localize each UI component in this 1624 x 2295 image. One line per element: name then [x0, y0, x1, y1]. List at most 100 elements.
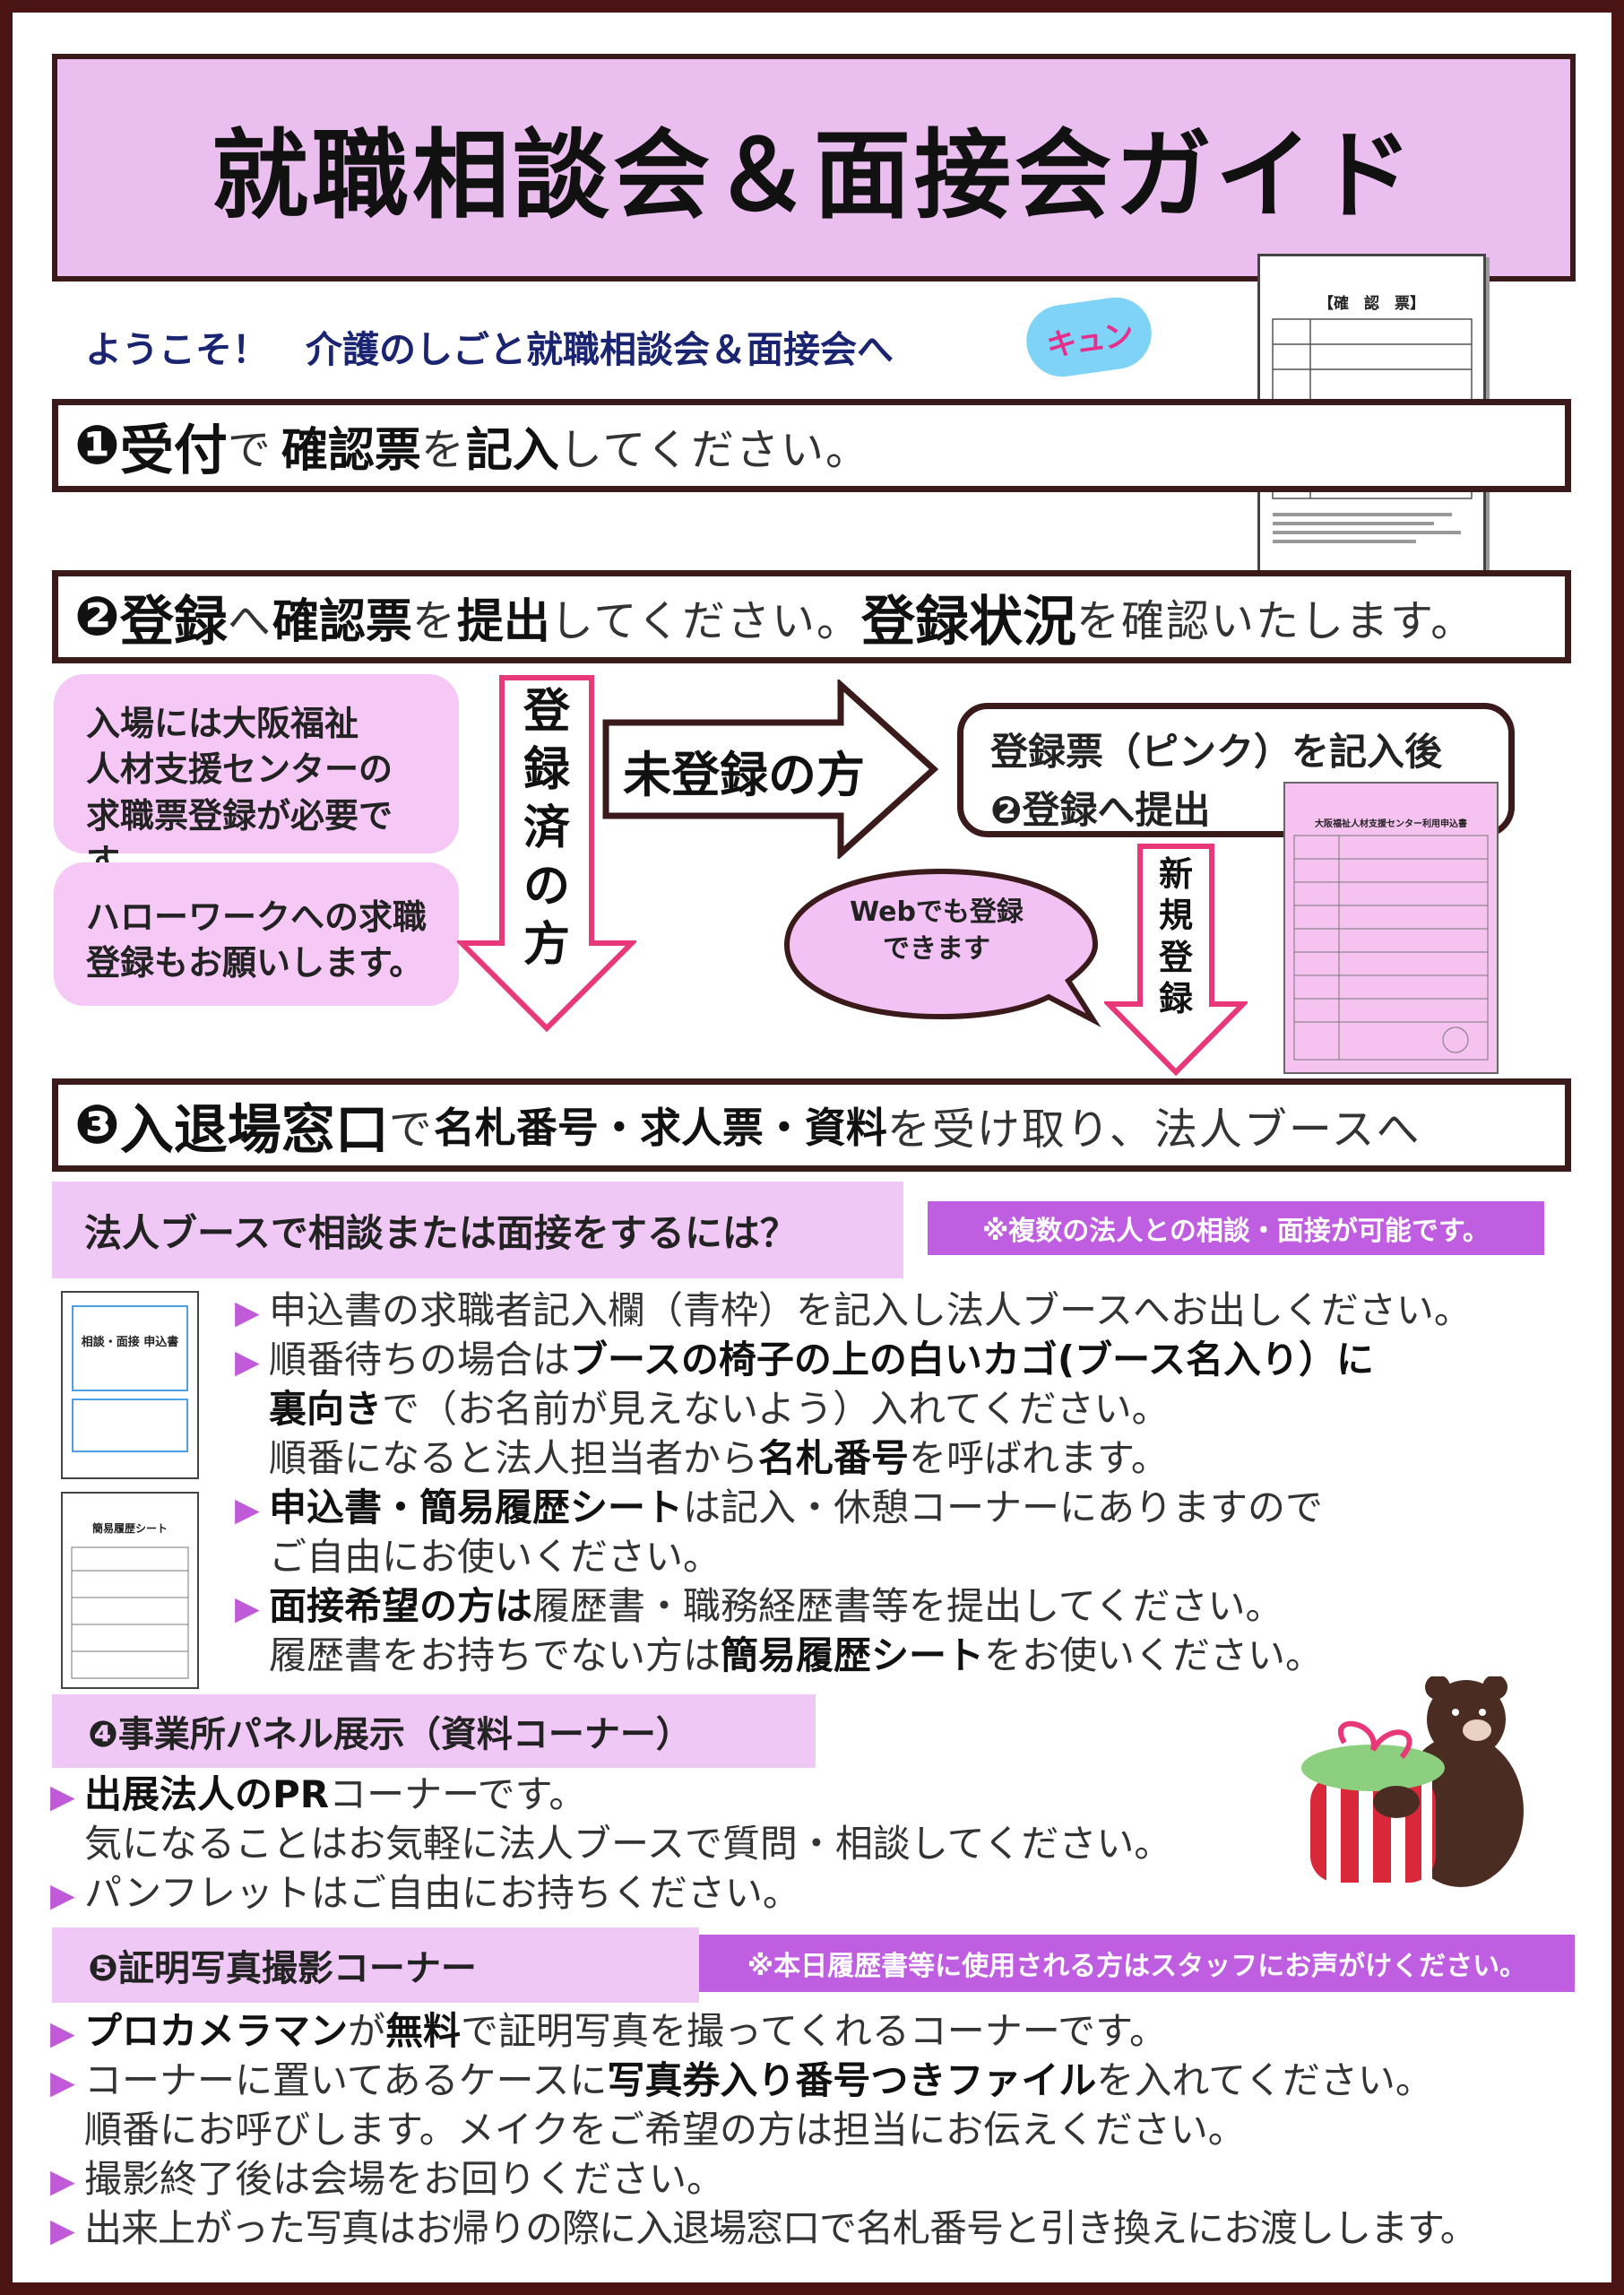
section5-bullet-2-bold: 写真券入り番号つきファイル — [607, 2058, 1097, 2103]
section4-bullet-2-text: パンフレットはご自由にお持ちください。 — [84, 1871, 800, 1916]
bullet-triangle-icon: ▶ — [235, 1344, 260, 1381]
section5-bullet-4: ▶出来上がった写真はお帰りの際に入退場窓口で名札番号と引き換えにお渡しします。 — [50, 2204, 1592, 2253]
booth-bullet-3: ▶申込書・簡易履歴シートは記入・休憩コーナーにありますので — [235, 1483, 1561, 1532]
step3-tail: を受け取り、法人ブースへ — [886, 1104, 1421, 1155]
application-form-blue-box-2 — [72, 1399, 188, 1452]
booth-bullet-list: ▶申込書の求職者記入欄（青枠）を記入し法人ブースへお出しください。 ▶順番待ちの… — [235, 1286, 1561, 1680]
unregistered-arrow — [602, 680, 939, 859]
booth-bullet-3-cont: ご自由にお使いください。 — [235, 1532, 1561, 1581]
section4-bullet-1-cont: 気になることはお気軽に法人ブースで質問・相談してください。 — [50, 1819, 1269, 1868]
booth-bullet-4-cont-text: 履歴書をお持ちでない方は — [269, 1633, 721, 1678]
section4-bullet-2: ▶パンフレットはご自由にお持ちください。 — [50, 1868, 1269, 1918]
booth-bullet-1-text: 申込書の求職者記入欄（青枠）を記入し法人ブースへお出しください。 — [269, 1288, 1472, 1332]
booth-bullet-3-cont-text: ご自由にお使いください。 — [269, 1535, 721, 1580]
step3-items: 名札番号・求人票・資料 — [433, 1104, 887, 1152]
step1-particle-2: を — [420, 425, 466, 475]
section5-bullet-1-bold2: 無料 — [385, 2009, 462, 2053]
unregistered-label: 未登録の方 — [623, 747, 865, 803]
section5-heading: ❺証明写真撮影コーナー — [52, 1927, 699, 2003]
section4-bullet-list: ▶出展法人のPRコーナーです。 気になることはお気軽に法人ブースで質問・相談して… — [50, 1770, 1269, 1918]
section5-bullet-2-tail: を入れてください。 — [1096, 2058, 1433, 2103]
booth-bullet-4-bold: 面接希望の方は — [269, 1584, 533, 1629]
new-register-label: 新 規 登 録 — [1158, 854, 1193, 1019]
step1-fill-in: 記入 — [465, 423, 559, 478]
registered-arrow — [457, 675, 636, 1033]
simple-resume-title: 簡易履歴シート — [91, 1522, 168, 1535]
info-pill-hellowork: ハローワークへの求職 登録もお願いします。 — [54, 862, 459, 1006]
section4-bullet-1-bold: 出展法人のPR — [84, 1772, 330, 1816]
bear-gift-illustration — [1301, 1676, 1524, 1887]
section5-bullet-3: ▶撮影終了後は会場をお回りください。 — [50, 2154, 1592, 2204]
booth-bullet-2-cont2-bold: 名札番号 — [758, 1436, 910, 1481]
step2-status: 登録状況 — [861, 590, 1076, 654]
booth-bullet-2-cont-bold: 裏向き — [269, 1387, 383, 1432]
bullet-triangle-icon: ▶ — [50, 2213, 75, 2250]
booth-bullet-2-cont2-text: 順番になると法人担当者から — [269, 1436, 759, 1481]
booth-bullet-2-text: 順番待ちの場合は — [269, 1338, 571, 1382]
application-form-blue-box: 相談・面接 申込書 — [72, 1305, 188, 1391]
bullet-triangle-icon: ▶ — [235, 1590, 260, 1628]
info-pill-registration: 入場には大阪福祉 人材支援センターの 求職票登録が必要です。 — [54, 674, 459, 881]
booth-bullet-2-cont-text: で（お名前が見えないよう）入れてください。 — [382, 1387, 1170, 1432]
welcome-text: ようこそ！ 介護のしごと就職相談会＆面接会へ — [85, 328, 894, 371]
pink-form-title: 大阪福祉人材支援センター利用申込書 — [1315, 819, 1467, 829]
confirm-slip-title: 【確 認 票】 — [1318, 295, 1425, 313]
booth-bullet-3-bold: 申込書・簡易履歴シート — [269, 1485, 684, 1530]
pink-form-lines — [1293, 835, 1489, 1061]
booth-bullet-4-cont-tail: をお使いください。 — [984, 1633, 1324, 1678]
bullet-triangle-icon: ▶ — [235, 1492, 260, 1529]
section5-bullet-list: ▶プロカメラマンが無料で証明写真を撮ってくれるコーナーです。 ▶コーナーに置いて… — [50, 2006, 1592, 2253]
step2-particle: へ — [227, 596, 272, 646]
step2-confirm-slip: 確認票 — [272, 594, 412, 649]
application-form-title: 相談・面接 申込書 — [81, 1336, 179, 1349]
step2-number: ❷ — [74, 585, 120, 648]
step2-particle-2: を — [411, 596, 457, 646]
bullet-triangle-icon: ▶ — [50, 2015, 75, 2052]
booth-bullet-4-cont: 履歴書をお持ちでない方は簡易履歴シートをお使いください。 — [235, 1631, 1561, 1680]
page-title: 就職相談会＆面接会ガイド — [211, 120, 1416, 232]
booth-bullet-4-text: 履歴書・職務経歴書等を提出してください。 — [532, 1584, 1283, 1629]
bullet-triangle-icon: ▶ — [50, 1779, 75, 1815]
logo-text: キュン — [1044, 316, 1135, 364]
web-bubble-shape — [783, 868, 1101, 1027]
section5-bullet-4-text: 出来上がった写真はお帰りの際に入退場窓口で名札番号と引き換えにお渡しします。 — [84, 2206, 1478, 2251]
booth-heading: 法人ブースで相談または面接をするには？ — [52, 1182, 903, 1278]
registered-label: 登 録 済 の 方 — [523, 685, 570, 972]
step1-number: ❶ — [74, 414, 120, 477]
step2-mid: してください。 — [549, 596, 861, 646]
bullet-triangle-icon: ▶ — [50, 1877, 75, 1915]
section5-bullet-3-text: 撮影終了後は会場をお回りください。 — [84, 2157, 725, 2202]
pink-form-image: 大阪福祉人材支援センター利用申込書 — [1283, 782, 1499, 1074]
step2-submit: 提出 — [456, 594, 550, 649]
section5-bullet-1-bold: プロカメラマン — [84, 2009, 349, 2053]
bullet-triangle-icon: ▶ — [235, 1295, 260, 1331]
booth-bullet-2-bold: ブースの椅子の上の白いカゴ(ブース名入り）に — [570, 1338, 1375, 1382]
booth-bullet-2-cont: 裏向きで（お名前が見えないよう）入れてください。 — [235, 1384, 1561, 1433]
booth-bullet-2: ▶順番待ちの場合はブースの椅子の上の白いカゴ(ブース名入り）に — [235, 1335, 1561, 1384]
section4-bullet-1: ▶出展法人のPRコーナーです。 — [50, 1770, 1269, 1819]
new-register-arrow — [1104, 844, 1248, 1077]
booth-bullet-3-text: は記入・休憩コーナーにありますので — [683, 1485, 1324, 1530]
step3-number: ❸ — [74, 1094, 120, 1156]
section5-bullet-1-text: で証明写真を撮ってくれるコーナーです。 — [461, 2009, 1167, 2053]
booth-bullet-2-cont2-tail: を呼ばれます。 — [909, 1436, 1169, 1481]
section5-bullet-2-text: コーナーに置いてあるケースに — [84, 2058, 608, 2103]
simple-resume-thumb: 簡易履歴シート — [61, 1492, 199, 1689]
booth-bullet-1: ▶申込書の求職者記入欄（青枠）を記入し法人ブースへお出しください。 — [235, 1286, 1561, 1335]
application-form-thumb: 相談・面接 申込書 — [61, 1291, 199, 1479]
section5-bullet-2-cont-text: 順番にお呼びします。メイクをご希望の方は担当にお伝えください。 — [84, 2108, 1246, 2152]
register-instruction-2: ❷登録へ提出 — [990, 788, 1211, 832]
bullet-triangle-icon: ▶ — [50, 2163, 75, 2201]
booth-bullet-2-cont2: 順番になると法人担当者から名札番号を呼ばれます。 — [235, 1433, 1561, 1483]
register-instruction-1: 登録票（ピンク）を記入後 — [990, 730, 1443, 774]
section5-bullet-2: ▶コーナーに置いてあるケースに写真券入り番号つきファイルを入れてください。 — [50, 2056, 1592, 2105]
step2-tail: を確認いたします。 — [1076, 596, 1476, 646]
booth-bullet-4: ▶面接希望の方は履歴書・職務経歴書等を提出してください。 — [235, 1581, 1561, 1631]
web-bubble-text: Webでも登録 できます — [850, 896, 1024, 965]
step1-reception: 受付 — [119, 419, 228, 482]
booth-note: ※複数の法人との相談・面接が可能です。 — [928, 1201, 1544, 1255]
section5-note: ※本日履歴書等に使用される方はスタッフにお声がけください。 — [699, 1935, 1575, 1992]
